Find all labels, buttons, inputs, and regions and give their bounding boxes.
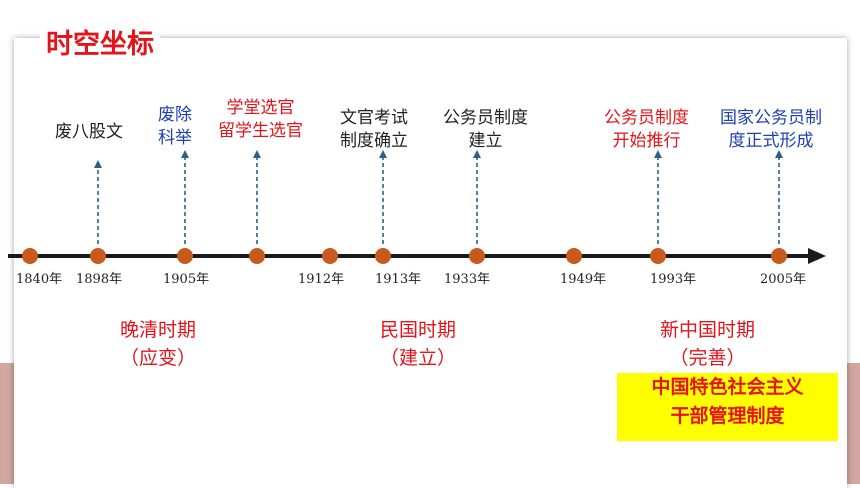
era-republic: 民国时期（建立） bbox=[380, 319, 457, 369]
dot-1933 bbox=[469, 248, 485, 264]
event-label-1933: 公务员制度建立 bbox=[443, 108, 528, 151]
summary-box: 中国特色社会主义 干部管理制度 bbox=[617, 373, 838, 441]
era-new-china: 新中国时期（完善） bbox=[660, 319, 756, 369]
year-label: 1905年 bbox=[163, 272, 210, 287]
dot-1913 bbox=[375, 248, 391, 264]
event-arrowhead bbox=[379, 150, 387, 158]
dot-1898 bbox=[90, 248, 106, 264]
year-label: 1912年 bbox=[298, 272, 345, 287]
era-late-qing: 晚清时期（应变） bbox=[120, 319, 197, 369]
dot-1993 bbox=[650, 248, 666, 264]
summary-line-2: 干部管理制度 bbox=[670, 405, 785, 427]
year-label: 1933年 bbox=[444, 272, 491, 287]
event-label-1913: 文官考试制度确立 bbox=[340, 108, 408, 151]
dot-2005 bbox=[771, 248, 787, 264]
event-arrowhead bbox=[473, 150, 481, 158]
timeline-arrowhead bbox=[808, 248, 826, 264]
summary-line-1: 中国特色社会主义 bbox=[651, 376, 804, 398]
dot-1905 bbox=[177, 248, 193, 264]
dot-school-selection bbox=[249, 248, 265, 264]
page-title: 时空坐标 bbox=[40, 22, 160, 61]
year-label: 1898年 bbox=[76, 272, 123, 287]
event-label-1993: 公务员制度开始推行 bbox=[604, 108, 689, 151]
event-label-1898: 废八股文 bbox=[55, 122, 123, 142]
event-label-school-selection: 学堂选官留学生选官 bbox=[218, 98, 303, 141]
year-label: 1913年 bbox=[375, 272, 422, 287]
year-label: 1840年 bbox=[16, 272, 63, 287]
event-label-2005: 国家公务员制度正式形成 bbox=[720, 108, 822, 151]
event-arrowhead bbox=[94, 160, 102, 168]
year-label: 2005年 bbox=[760, 272, 807, 287]
dot-1949 bbox=[566, 248, 582, 264]
event-arrowhead bbox=[775, 150, 783, 158]
event-label-1905: 废除科举 bbox=[158, 105, 192, 148]
year-label: 1993年 bbox=[650, 272, 697, 287]
year-label: 1949年 bbox=[560, 272, 607, 287]
event-arrowhead bbox=[181, 150, 189, 158]
event-arrowhead bbox=[253, 150, 261, 158]
dot-1912 bbox=[322, 248, 338, 264]
event-arrowhead bbox=[654, 150, 662, 158]
dot-1840 bbox=[22, 248, 38, 264]
